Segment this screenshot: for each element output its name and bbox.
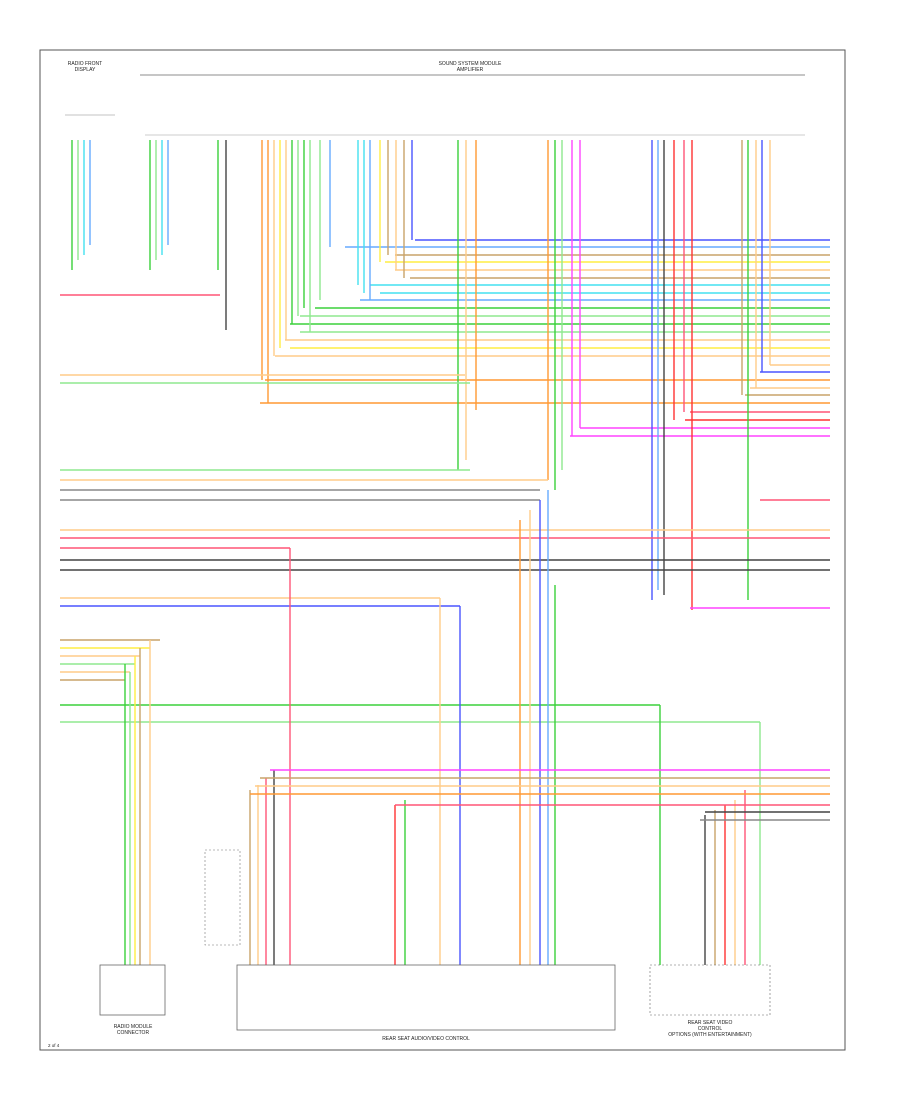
left-wire-runs [60, 294, 830, 723]
rear-seat-av-control-box [236, 964, 616, 1031]
rear-seat-video-label-2: CONTROL [698, 1026, 723, 1032]
top-module-label-1: SOUND SYSTEM MODULE [439, 61, 502, 67]
diagram-frame [39, 49, 846, 1051]
lower-wire-runs [124, 490, 830, 965]
page-reference: 2 of 4 [48, 1043, 60, 1048]
top-module-label-2: AMPLIFIER [457, 67, 484, 73]
rear-seat-video-box [649, 964, 771, 1016]
radio-module-label-2: CONNECTOR [117, 1030, 150, 1036]
top-left-box-label-2: DISPLAY [75, 67, 96, 73]
top-left-box-label-1: RADIO FRONT [68, 61, 102, 67]
rear-seat-video-label-3: OPTIONS (WITH ENTERTAINMENT) [668, 1032, 752, 1038]
rear-seat-video-label-1: REAR SEAT VIDEO [688, 1020, 733, 1026]
radio-module-label-1: RADIO MODULE [114, 1024, 153, 1030]
radio-module-box [99, 964, 166, 1016]
right-wire-bus [260, 239, 830, 437]
small-switch-box [204, 849, 241, 946]
rear-seat-av-control-label: REAR SEAT AUDIO/VIDEO CONTROL [382, 1036, 470, 1042]
top-vertical-drops [71, 140, 771, 610]
